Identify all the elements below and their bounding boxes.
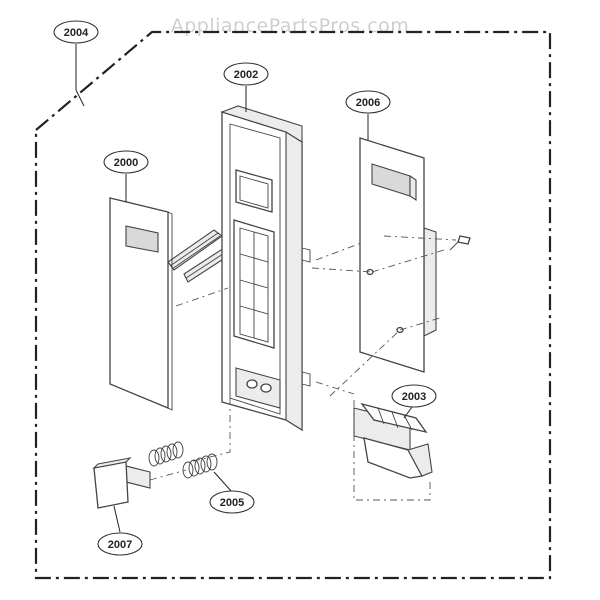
mounting-screw: [449, 235, 471, 251]
door-latch-lever: [353, 402, 433, 479]
callout-2004-label: 2004: [64, 27, 89, 39]
springs: [148, 441, 218, 479]
leader-2003: [403, 406, 413, 419]
callout-2002-label: 2002: [234, 69, 258, 81]
control-frame: [220, 105, 311, 432]
callout-2003: 2003: [391, 384, 437, 408]
callout-2007-label: 2007: [108, 539, 132, 551]
assembly-border: [34, 30, 552, 580]
watermark-text: AppliancePartsPros.com: [171, 15, 410, 37]
callout-2002: 2002: [223, 62, 269, 86]
callout-2000-label: 2000: [114, 157, 138, 169]
leader-2005: [213, 471, 233, 493]
callout-2000: 2000: [103, 150, 149, 174]
callout-2006: 2006: [345, 90, 391, 114]
leader-2004: [75, 44, 85, 107]
membrane-panel: [109, 197, 229, 411]
callout-2003-label: 2003: [402, 391, 426, 403]
callout-2005-label: 2005: [220, 497, 244, 509]
control-board: [359, 137, 437, 373]
callout-2006-label: 2006: [356, 97, 380, 109]
callout-2005: 2005: [209, 490, 255, 514]
callout-2007: 2007: [97, 532, 143, 556]
alignment-lines: [149, 235, 457, 501]
callout-2004: 2004: [53, 20, 99, 44]
leader-2007: [113, 505, 121, 533]
door-button: [92, 457, 151, 509]
